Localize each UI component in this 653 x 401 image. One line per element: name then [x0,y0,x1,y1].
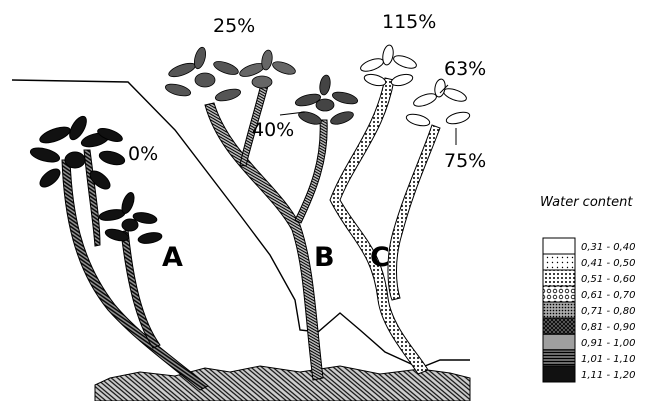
legend-swatch [543,302,575,318]
plant-a-stem [62,160,208,390]
legend-range-label: 1,11 - 1,20 [581,370,636,381]
legend-swatch [543,270,575,286]
label-water-75: 75% [444,150,486,172]
label-water-25: 25% [213,15,255,37]
label-water-0: 0% [128,143,158,165]
plant-c-rosette-right [405,78,471,128]
plant-b [164,46,359,380]
ground [95,366,470,401]
legend-swatch [543,366,575,382]
plant-b-rosette-middle [238,49,297,88]
plant-b-right-stem [295,120,327,223]
plant-b-rosette-left [164,46,242,103]
legend: Water content 0,31 - 0,40 0,41 - 0,50 0,51… [540,195,636,382]
plant-a-label: A [162,242,183,273]
legend-swatch [543,238,575,254]
legend-range-label: 0,91 - 1,00 [581,338,636,349]
label-water-115: 115% [382,11,436,33]
plant-b-label: B [314,242,335,273]
legend-swatch [543,318,575,334]
legend-range-label: 0,51 - 0,60 [581,274,636,285]
label-water-40: 40% [252,119,294,141]
legend-range-label: 0,31 - 0,40 [581,242,636,253]
plant-a-rosette-2 [98,191,162,245]
legend-range-label: 0,81 - 0,90 [581,322,636,333]
plant-a-rosette-1 [29,114,126,193]
legend-range-label: 1,01 - 1,10 [581,354,636,365]
legend-range-label: 0,41 - 0,50 [581,258,636,269]
plant-c-stem-right [388,125,440,300]
plant-b-main-stem [205,103,323,380]
legend-title: Water content [540,195,633,210]
legend-swatch [543,334,575,350]
plant-c [330,44,471,374]
plant-a-branch-1 [84,150,100,246]
legend-swatch [543,254,575,270]
label-water-63: 63% [444,58,486,80]
legend-swatch [543,350,575,366]
legend-swatch [543,286,575,302]
legend-range-label: 0,71 - 0,80 [581,306,636,317]
plant-b-rosette-right [294,74,359,127]
legend-range-label: 0,61 - 0,70 [581,290,636,301]
plant-c-label: C [370,242,390,273]
